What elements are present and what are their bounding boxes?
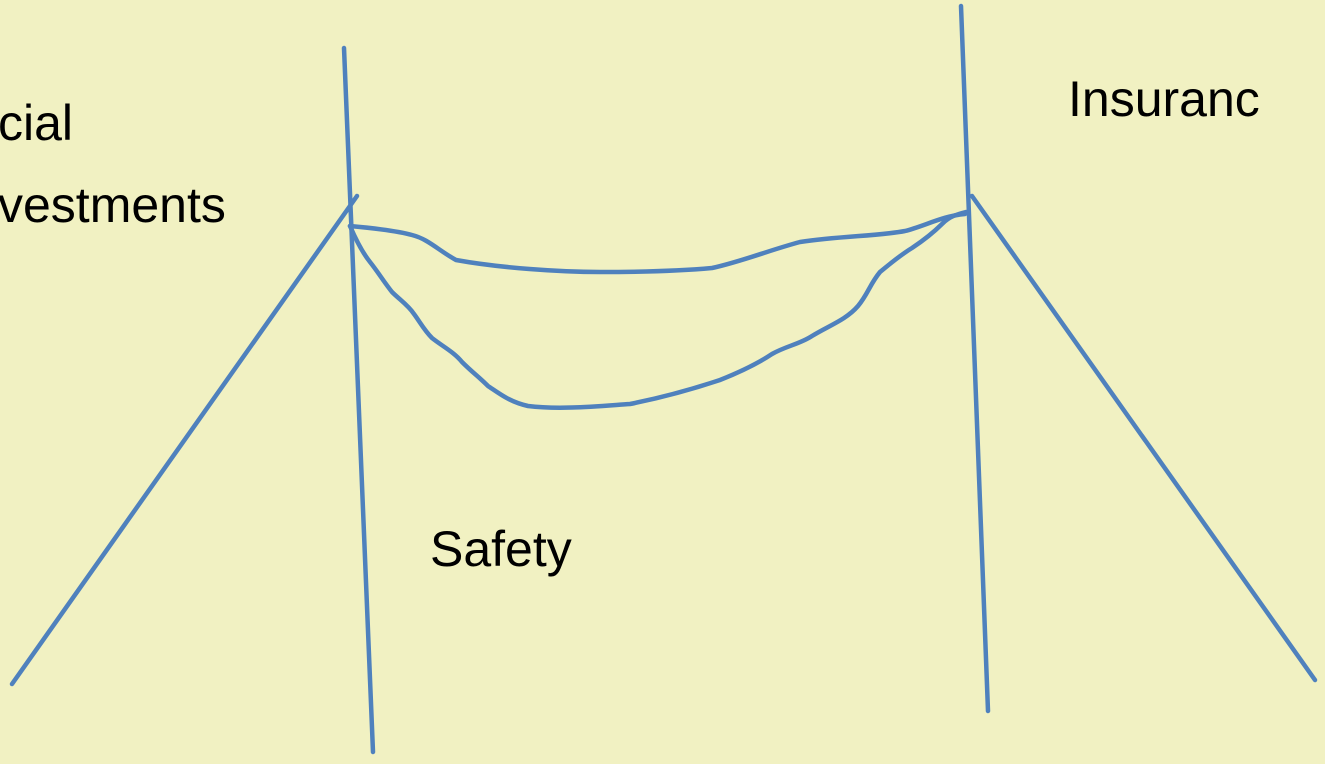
right-guy-wire (969, 193, 1318, 683)
right-pole (958, 3, 991, 714)
left-label-line-2: vestments (0, 177, 226, 233)
upper-net-rope (347, 211, 968, 275)
center-label: Safety (430, 521, 572, 577)
left-label-line-1: cial (0, 95, 74, 151)
left-pole (341, 45, 376, 755)
right-label: Insuranc (1068, 71, 1260, 127)
lower-net-rope (347, 209, 969, 410)
left-guy-wire (9, 193, 360, 687)
